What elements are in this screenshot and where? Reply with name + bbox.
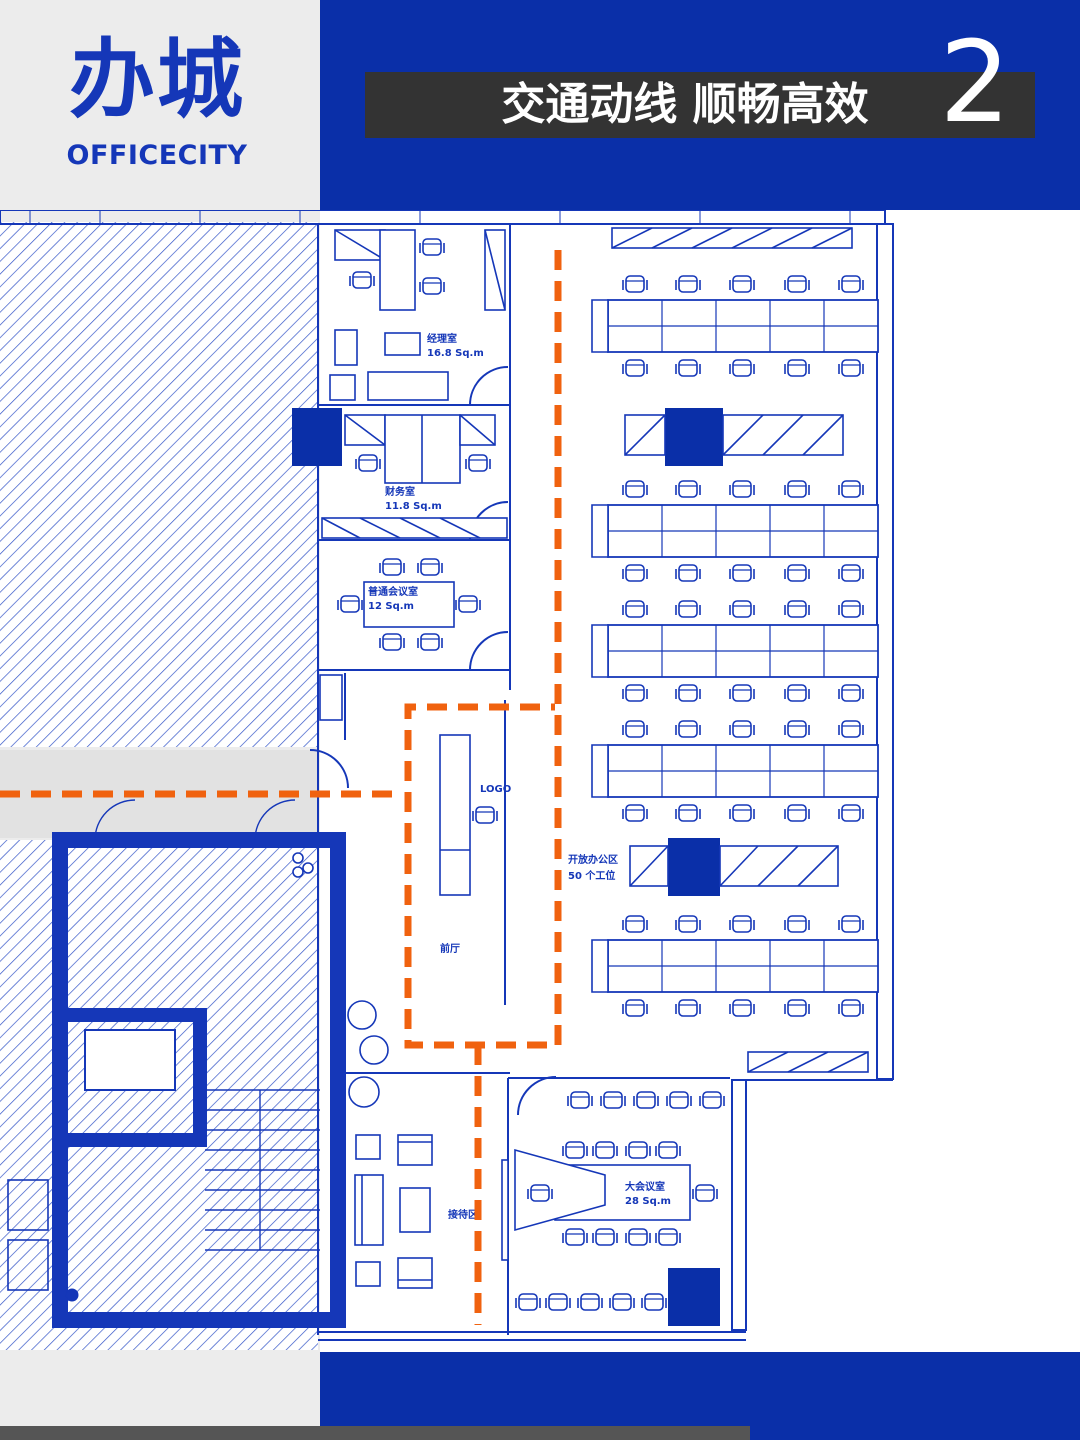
reception-label: 接待区 <box>448 1208 478 1221</box>
open-office-seats: 50 个工位 <box>568 869 615 882</box>
desk-chair <box>838 720 864 738</box>
desk-chair <box>675 804 701 822</box>
desk-chair <box>838 804 864 822</box>
desk-chair <box>729 359 755 377</box>
desk-chair <box>675 359 701 377</box>
desk-chair <box>729 804 755 822</box>
finance-room-name: 财务室 <box>384 485 415 498</box>
workstation-end-panel <box>591 299 609 353</box>
desk-chair <box>622 915 648 933</box>
desk-chair <box>622 275 648 293</box>
manager-room-area: 16.8 Sq.m <box>427 348 484 359</box>
open-office-name: 开放办公区 <box>568 853 618 866</box>
desk-chair <box>784 999 810 1017</box>
large-meeting-area: 28 Sq.m <box>625 1196 671 1207</box>
page-title: 交通动线 顺畅高效 <box>501 79 869 130</box>
page-number: 2 <box>939 18 1011 148</box>
open-office-cabinets <box>611 227 869 1073</box>
desk-chair <box>838 359 864 377</box>
desk-chair <box>729 600 755 618</box>
logo-wall-label: LOGO <box>480 784 511 795</box>
desk-chair <box>675 564 701 582</box>
desk-chair <box>622 720 648 738</box>
desk-chair <box>675 480 701 498</box>
desk-chair <box>729 480 755 498</box>
finance-room-area: 11.8 Sq.m <box>385 501 442 512</box>
structural-column <box>665 408 723 466</box>
desk-chair <box>784 564 810 582</box>
desk-chair <box>729 999 755 1017</box>
manager-room-name: 经理室 <box>427 332 457 345</box>
desk-chair <box>729 275 755 293</box>
hatched-area-top <box>0 222 318 747</box>
desk-chair <box>729 915 755 933</box>
desk-chair <box>622 804 648 822</box>
desk-chair <box>675 684 701 702</box>
bottom-blue-band <box>320 1352 1080 1440</box>
desk-chair <box>784 359 810 377</box>
circulation-routes <box>0 250 562 1325</box>
brand-logo-en: OFFICECITY <box>66 140 248 171</box>
stair-core <box>7 799 346 1328</box>
desk-chair <box>622 600 648 618</box>
desk-chair <box>838 999 864 1017</box>
desk-chair <box>675 915 701 933</box>
desk-chair <box>729 564 755 582</box>
desk-chair <box>622 684 648 702</box>
desk-chair <box>675 999 701 1017</box>
desk-chair <box>838 564 864 582</box>
desk-chair <box>784 684 810 702</box>
floor-plan: 经理室 16.8 Sq.m 财务室 11.8 Sq.m 普通会议室 12 Sq.… <box>0 210 894 1350</box>
lobby-label: 前厅 <box>440 942 460 955</box>
finance-office-furniture <box>321 414 508 539</box>
desk-chair <box>784 480 810 498</box>
reception-furniture <box>354 1134 433 1289</box>
small-meeting-area: 12 Sq.m <box>368 601 414 612</box>
desk-chair <box>838 915 864 933</box>
desk-chair <box>622 564 648 582</box>
structural-column <box>668 1268 720 1326</box>
desk-chair <box>838 684 864 702</box>
brand-logo-cn: 办城 <box>69 30 245 130</box>
large-meeting-furniture <box>501 1091 725 1311</box>
workstation-end-panel <box>591 939 609 993</box>
desk-chair <box>622 480 648 498</box>
manager-office-furniture <box>329 229 506 401</box>
desk-chair <box>729 684 755 702</box>
desk-chair <box>622 999 648 1017</box>
workstation-end-panel <box>591 504 609 558</box>
desk-chair <box>784 804 810 822</box>
small-meeting-furniture <box>337 558 481 651</box>
desk-chair <box>622 359 648 377</box>
structural-column <box>292 408 342 466</box>
open-office-desks <box>591 275 879 1017</box>
bottom-dark-strip <box>0 1426 750 1440</box>
structural-column <box>668 838 720 896</box>
lobby-furniture <box>292 674 498 1108</box>
desk-chair <box>838 480 864 498</box>
large-meeting-name: 大会议室 <box>625 1180 665 1193</box>
small-meeting-name: 普通会议室 <box>368 585 418 598</box>
desk-chair <box>784 915 810 933</box>
desk-chair <box>838 275 864 293</box>
desk-chair <box>784 720 810 738</box>
desk-chair <box>838 600 864 618</box>
desk-chair <box>675 275 701 293</box>
building-walls <box>0 210 894 1341</box>
workstation-end-panel <box>591 624 609 678</box>
desk-chair <box>784 600 810 618</box>
title-bar <box>365 72 1035 138</box>
desk-chair <box>729 720 755 738</box>
desk-chair <box>675 600 701 618</box>
desk-chair <box>675 720 701 738</box>
desk-chair <box>784 275 810 293</box>
workstation-end-panel <box>591 744 609 798</box>
